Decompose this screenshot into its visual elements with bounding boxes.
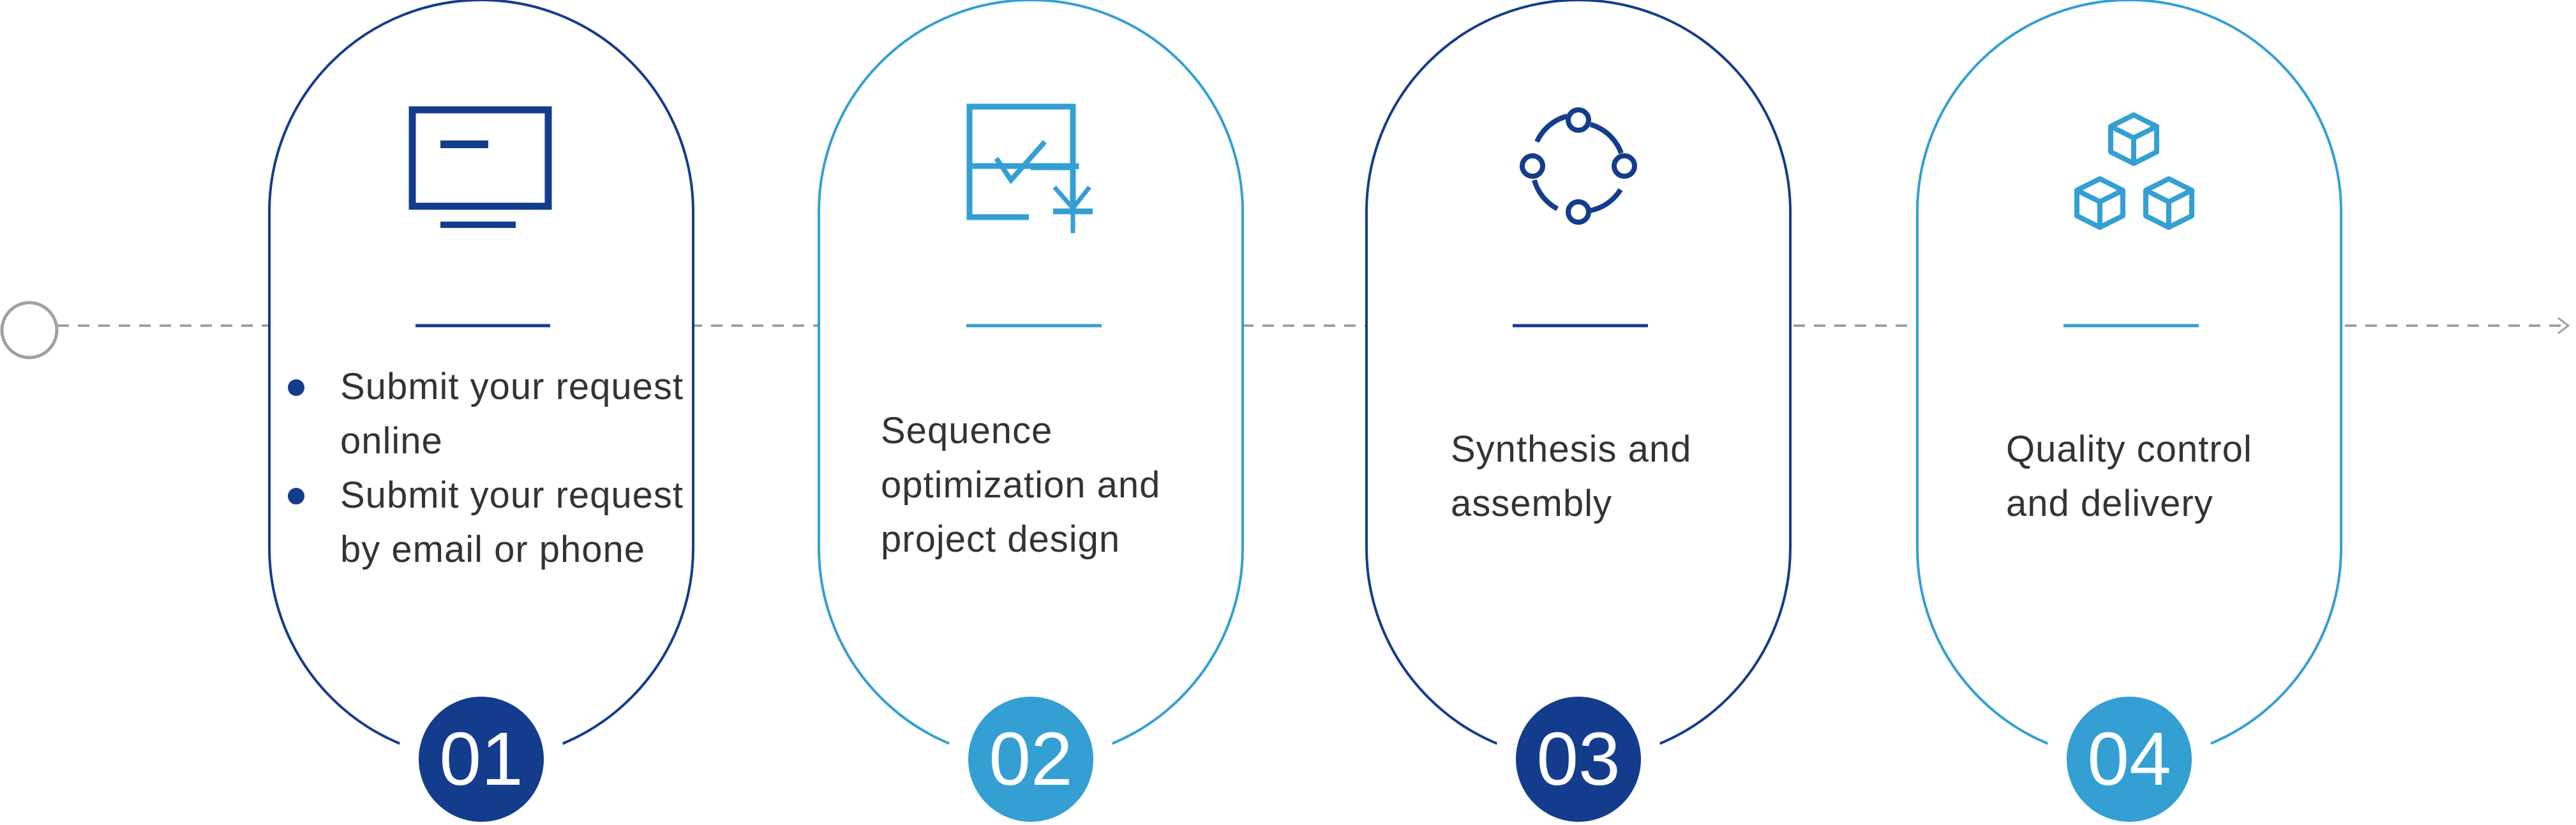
step-4-number-badge: 04 (2067, 697, 2192, 822)
step-2-pill (818, 0, 1244, 761)
checklist-yen-icon (966, 103, 1093, 233)
step-2-description: Sequence optimization and project design (881, 404, 1160, 566)
step-1-number-badge: 01 (419, 697, 544, 822)
step-1-item: Submit your request online (288, 360, 685, 468)
step-1-description: Submit your request online Submit your r… (288, 360, 685, 577)
step-3-line: assembly (1451, 483, 1612, 524)
monitor-icon (408, 106, 552, 228)
step-1-item-text: Submit your request by email or phone (340, 474, 684, 570)
cycle-nodes-icon (1520, 107, 1637, 225)
step-2-number-badge: 02 (968, 697, 1093, 822)
step-3-pill (1365, 0, 1792, 761)
step-3-line: Synthesis and (1451, 428, 1692, 470)
step-1-item-text: Submit your request online (340, 366, 684, 462)
arrow-head-icon (2557, 317, 2570, 335)
bullet-icon (288, 488, 304, 504)
step-4-line: Quality control (2006, 428, 2252, 470)
step-3-description: Synthesis and assembly (1451, 422, 1691, 531)
step-2-line: optimization and (881, 464, 1161, 506)
step-2-line: Sequence (881, 410, 1053, 451)
bullet-icon (288, 379, 304, 396)
step-4-description: Quality control and delivery (2006, 422, 2252, 531)
step-4-pill (1916, 0, 2342, 761)
start-circle (0, 301, 59, 360)
step-1-item: Submit your request by email or phone (288, 468, 685, 577)
cubes-icon (2074, 112, 2194, 230)
step-2-line: project design (881, 518, 1121, 560)
step-1-pill (268, 0, 694, 761)
step-4-line: and delivery (2006, 483, 2213, 524)
step-3-number-badge: 03 (1516, 697, 1641, 822)
